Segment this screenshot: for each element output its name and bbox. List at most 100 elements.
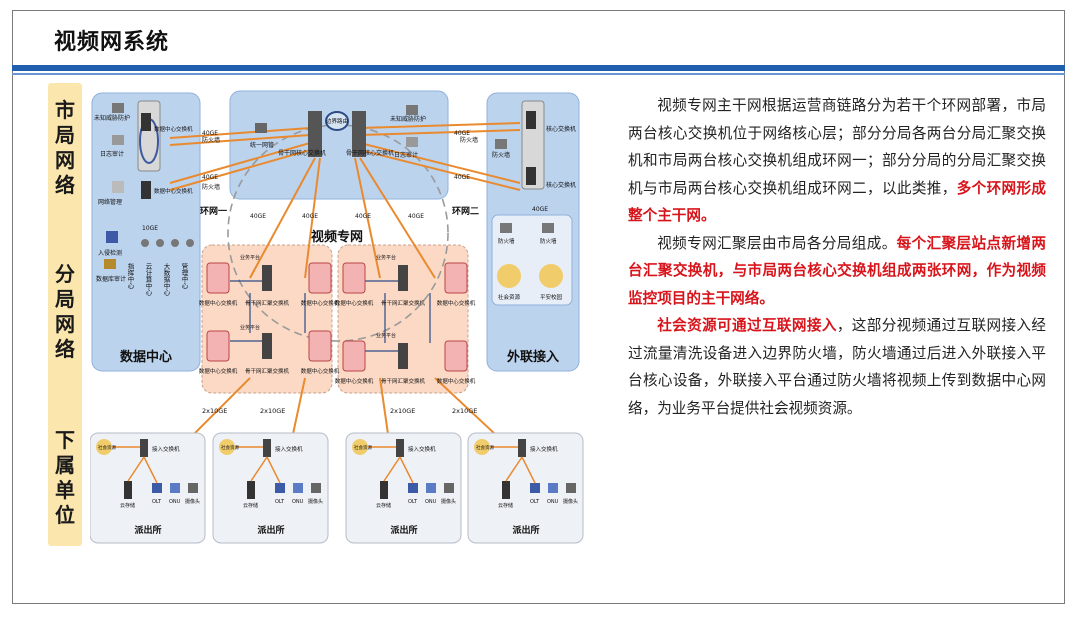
label-subordinate-units: 下属单位 xyxy=(55,428,75,527)
station-link-2: 2x10GE xyxy=(260,407,285,415)
station-3-access: 接入交换机 xyxy=(408,445,436,453)
link-label-40ge-7: 40GE xyxy=(355,213,371,220)
paragraph-2: 视频专网汇聚层由市局各分局组成。每个汇聚层站点新增两台汇聚交换机，与市局两台核心… xyxy=(628,230,1046,313)
branch-devices xyxy=(206,262,468,372)
dc-label-switch-2: 数据中心交换机 xyxy=(154,187,193,195)
dc-label-threat: 未知威胁防护 xyxy=(94,114,130,122)
station-link-3: 2x10GE xyxy=(390,407,415,415)
branch-dc-switch-6: 数据中心交换机 xyxy=(437,299,476,307)
branch-dc-switch-8: 数据中心交换机 xyxy=(437,377,476,385)
dc-label-ids: 入侵检测 xyxy=(98,249,122,257)
station-3-camera: 摄像头 xyxy=(441,498,456,505)
station-3-title: 派出所 xyxy=(390,524,417,536)
backbone-core-label-1: 骨干网核心交换机 xyxy=(278,149,326,157)
branch-agg-switch-4: 骨干网汇聚交换机 xyxy=(381,377,426,385)
station-2-camera: 摄像头 xyxy=(308,498,323,505)
backbone-log-label: 日志审计 xyxy=(394,151,418,159)
station-3-onu: ONU xyxy=(425,499,437,505)
label-city-network: 市局网络 xyxy=(55,98,75,197)
network-diagram: 未知威胁防护 日志审计 网络管理 入侵检测 数据库审计 数据中心交换机 数据中心… xyxy=(89,83,588,546)
paragraph-3: 社会资源可通过互联网接入，这部分视频通过互联网接入经过流量清洗设备进入边界防火墙… xyxy=(628,312,1046,422)
station-1-social: 社会资源 xyxy=(98,444,116,451)
station-3-olt: OLT xyxy=(408,499,418,505)
backbone-terminal-label: 统一网管 xyxy=(250,141,274,149)
backbone-core-label-2: 骨干网核心交换机 xyxy=(346,149,394,157)
dc-label-dbaudit: 数据库审计 xyxy=(96,275,126,283)
branch-zone-right xyxy=(337,244,469,394)
link-label-40ge-3: 40GE xyxy=(454,130,470,137)
external-title: 外联接入 xyxy=(506,349,559,365)
station-4-access: 接入交换机 xyxy=(530,445,558,453)
link-label-40ge-6: 40GE xyxy=(302,213,318,220)
station-1-title: 派出所 xyxy=(134,524,161,536)
station-4-title: 派出所 xyxy=(512,524,539,536)
station-2-access: 接入交换机 xyxy=(275,445,303,453)
station-links xyxy=(112,446,536,484)
dc-app-manage: 管理中心 xyxy=(180,262,188,290)
station-2-storage: 云存储 xyxy=(243,502,258,509)
page-title: 视频网系统 xyxy=(54,30,170,55)
station-1-storage: 云存储 xyxy=(120,502,135,509)
datacenter-zone xyxy=(91,92,201,372)
branch-dc-switch-3: 数据中心交换机 xyxy=(199,367,238,375)
station-link-1: 2x10GE xyxy=(202,407,227,415)
dc-app-bigdata: 大数据中心 xyxy=(162,262,170,296)
branch-agg-switch-2: 骨干网汇聚交换机 xyxy=(245,367,290,375)
ext-link-40ge: 40GE xyxy=(532,206,548,213)
link-label-40ge-8: 40GE xyxy=(408,213,424,220)
station-link-4: 2x10GE xyxy=(452,407,477,415)
link-label-40ge-1: 40GE xyxy=(202,130,218,137)
backbone-devices xyxy=(255,105,418,157)
station-2-onu: ONU xyxy=(292,499,304,505)
station-1 xyxy=(89,432,206,544)
p1-highlight: 多个环网形成整个主干网。 xyxy=(628,179,1046,225)
backbone-router-label: 边界路由 xyxy=(326,117,348,125)
label-branch-network: 分局网络 xyxy=(55,262,75,361)
p3-highlight: 社会资源可通过互联网接入 xyxy=(657,317,837,334)
ext-core-label-1: 核心交换机 xyxy=(546,125,576,133)
backbone-threat-label: 未知威胁防护 xyxy=(390,115,426,123)
station-3-social: 社会资源 xyxy=(354,444,372,451)
side-label-column xyxy=(48,83,82,546)
dc-app-cloud: 云计算中心 xyxy=(144,263,152,296)
station-2-olt: OLT xyxy=(275,499,285,505)
p2-highlight: 每个汇聚层站点新增两台汇聚交换机，与市局两台核心交换机组成两张环网，作为视频监控… xyxy=(628,234,1046,307)
link-label-40ge-5: 40GE xyxy=(250,213,266,220)
backbone-firewall-label-left: 防火墙 xyxy=(202,136,220,144)
branch-dc-switch-5: 数据中心交换机 xyxy=(335,299,374,307)
station-1-camera: 摄像头 xyxy=(185,498,200,505)
branch-platform-3: 业务平台 xyxy=(240,324,260,331)
station-4-olt: OLT xyxy=(530,499,540,505)
title-underline-bar xyxy=(12,65,1065,71)
dc-label-netmgmt: 网络管理 xyxy=(98,198,122,206)
dc-label-switch-1: 数据中心交换机 xyxy=(154,125,193,133)
ext-firewall-label-2: 防火墙 xyxy=(498,237,515,245)
dc-label-10ge: 10GE xyxy=(142,225,158,232)
station-1-access: 接入交换机 xyxy=(152,445,180,453)
title-underline-thin xyxy=(12,73,1065,75)
station-1-onu: ONU xyxy=(169,499,181,505)
station-1-olt: OLT xyxy=(152,499,162,505)
branch-dc-switch-1: 数据中心交换机 xyxy=(199,299,238,307)
datacenter-devices xyxy=(104,100,194,269)
station-4-onu: ONU xyxy=(547,499,559,505)
branch-platform-1: 业务平台 xyxy=(240,254,260,261)
ring-two-label: 环网二 xyxy=(452,206,479,217)
external-devices xyxy=(491,100,573,306)
station-3-storage: 云存储 xyxy=(376,502,391,509)
link-lines xyxy=(169,122,521,449)
paragraph-1: 视频专网主干网根据运营商链路分为若干个环网部署，市局两台核心交换机位于网络核心层… xyxy=(628,92,1046,230)
p3-text: ，这部分视频通过互联网接入经过流量清洗设备进入边界防火墙，防火墙通过后进入外联接… xyxy=(628,317,1046,417)
backbone-firewall-label-left-2: 防火墙 xyxy=(202,183,220,191)
ext-firewall-label-3: 防火墙 xyxy=(540,237,557,245)
backbone-firewall-label-right: 防火墙 xyxy=(460,136,478,144)
branch-agg-switch-3: 骨干网汇聚交换机 xyxy=(381,299,426,307)
backbone-title: 视频专网 xyxy=(311,229,363,245)
backbone-zone xyxy=(229,90,449,200)
p1-text: 视频专网主干网根据运营商链路分为若干个环网部署，市局两台核心交换机位于网络核心层… xyxy=(628,97,1046,197)
ext-campus-label: 平安校园 xyxy=(540,293,563,301)
station-4-storage: 云存储 xyxy=(498,502,513,509)
station-2-social: 社会资源 xyxy=(221,444,239,451)
station-4-social: 社会资源 xyxy=(476,444,494,451)
datacenter-title: 数据中心 xyxy=(120,349,172,365)
